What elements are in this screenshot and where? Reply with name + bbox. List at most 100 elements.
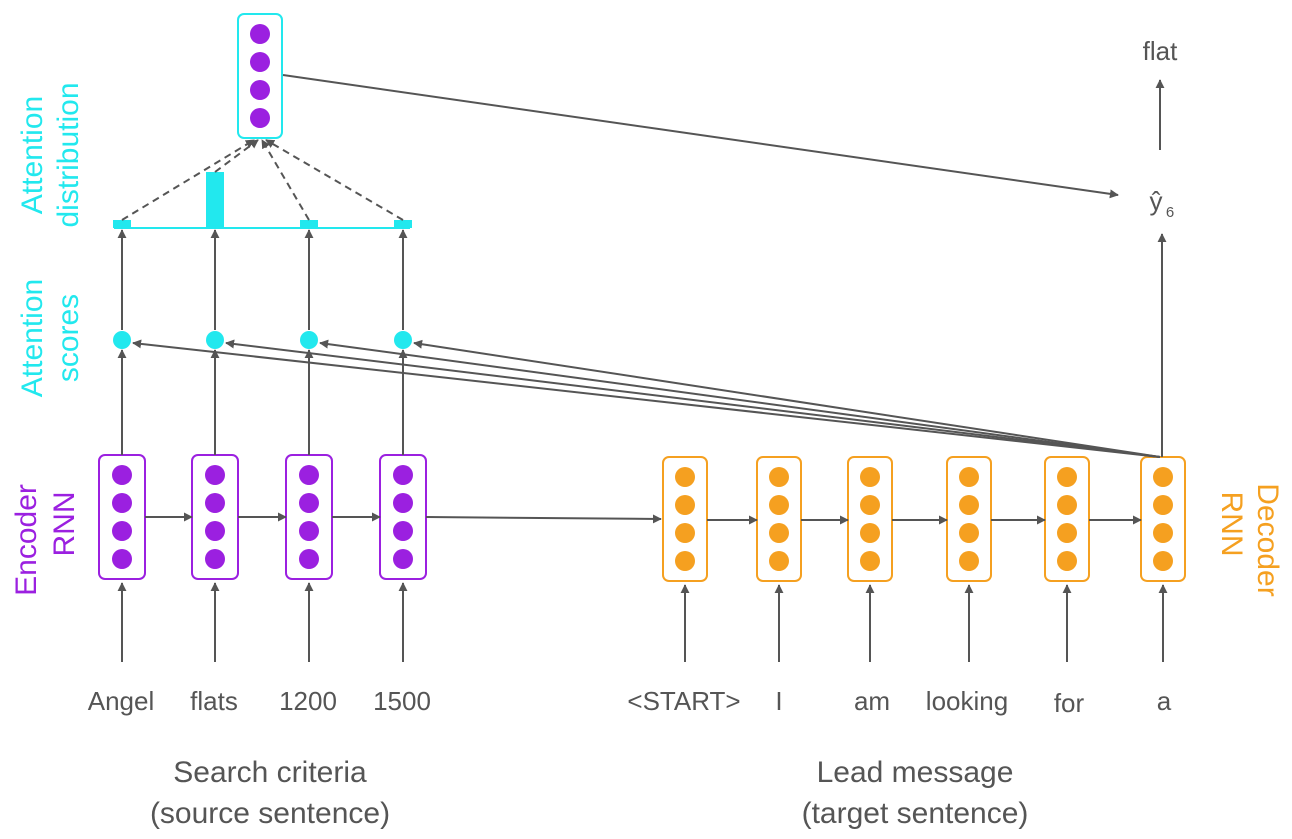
neuron-dot — [959, 467, 979, 487]
neuron-dot — [250, 80, 270, 100]
attention-score-dot — [300, 331, 318, 349]
decoder-cell — [662, 456, 708, 582]
neuron-dot — [675, 523, 695, 543]
target-word: for — [1054, 688, 1085, 718]
attention-mechanism — [113, 13, 1167, 458]
y-hat-subscript: 6 — [1166, 204, 1174, 221]
neuron-dot — [675, 467, 695, 487]
source-caption-line2: (source sentence) — [150, 797, 390, 830]
neuron-dot — [112, 549, 132, 569]
decoder-output: flat ŷ 6 — [1143, 36, 1178, 221]
neuron-dot — [205, 493, 225, 513]
decoder-to-score-arrow — [132, 339, 1161, 458]
neuron-dot — [860, 551, 880, 571]
attention-score-dot — [394, 331, 412, 349]
neuron-dot — [769, 551, 789, 571]
y-hat-symbol: ŷ — [1150, 186, 1163, 216]
neuron-dot — [675, 495, 695, 515]
target-word: a — [1157, 686, 1172, 716]
neuron-dot — [299, 521, 319, 541]
target-caption: Lead message (target sentence) — [802, 756, 1029, 830]
neuron-dot — [393, 493, 413, 513]
source-caption: Search criteria (source sentence) — [150, 756, 390, 830]
output-word: flat — [1143, 36, 1178, 66]
neuron-dot — [299, 549, 319, 569]
decoder-cell — [1140, 456, 1186, 582]
label-decoder-rnn-2: RNN — [1215, 492, 1248, 557]
neuron-dot — [299, 493, 319, 513]
neuron-dot — [205, 549, 225, 569]
neuron-dot — [112, 465, 132, 485]
encoder-cell — [285, 454, 333, 580]
neuron-dot — [769, 495, 789, 515]
label-encoder-rnn-2: RNN — [48, 492, 81, 557]
neuron-dot — [860, 523, 880, 543]
neuron-dot — [860, 467, 880, 487]
decoder-rnn — [662, 456, 1186, 662]
neuron-dot — [250, 24, 270, 44]
neuron-dot — [769, 523, 789, 543]
label-decoder-rnn-1: Decoder — [1251, 483, 1284, 596]
target-caption-line1: Lead message — [817, 756, 1014, 789]
source-words: Angel flats 1200 1500 — [88, 686, 431, 716]
neuron-dot — [1057, 467, 1077, 487]
target-words: <START> I am looking for a — [627, 686, 1171, 718]
attention-distribution-bar — [300, 220, 318, 228]
target-word: <START> — [627, 686, 740, 716]
source-word: flats — [190, 686, 238, 716]
weighted-sum-arrow — [265, 139, 404, 221]
neuron-dot — [769, 467, 789, 487]
decoder-cell — [946, 456, 992, 582]
label-encoder-rnn-1: Encoder — [10, 484, 43, 596]
attention-to-output-arrow — [282, 74, 1119, 199]
neuron-dot — [393, 549, 413, 569]
target-word: am — [854, 686, 890, 716]
attention-distribution-bar — [113, 220, 131, 228]
neuron-dot — [1153, 495, 1173, 515]
source-word: 1500 — [373, 686, 431, 716]
source-word: 1200 — [279, 686, 337, 716]
neuron-dot — [299, 465, 319, 485]
neuron-dot — [959, 495, 979, 515]
weighted-sum-arrow — [214, 139, 259, 173]
label-attention-distribution-1: Attention — [16, 96, 49, 214]
neuron-dot — [1057, 523, 1077, 543]
label-attention-scores-1: Attention — [16, 279, 49, 397]
decoder-cell — [1044, 456, 1090, 582]
decoder-to-score-arrow — [225, 339, 1161, 458]
neuron-dot — [112, 493, 132, 513]
decoder-to-score-arrow — [413, 339, 1161, 458]
attention-distribution-bar — [394, 220, 412, 228]
neuron-dot — [1153, 523, 1173, 543]
attention-distribution-bar — [206, 172, 224, 228]
weighted-sum-arrow — [121, 139, 255, 221]
neuron-dot — [250, 52, 270, 72]
attention-score-dot — [206, 331, 224, 349]
attention-score-dot — [113, 331, 131, 349]
neuron-dot — [393, 465, 413, 485]
weighted-sum-arrow — [261, 139, 310, 221]
target-caption-line2: (target sentence) — [802, 797, 1029, 830]
neuron-dot — [393, 521, 413, 541]
context-arrow — [425, 514, 662, 524]
decoder-to-score-arrow — [319, 339, 1161, 458]
encoder-cell — [379, 454, 427, 580]
attention-output-cell — [237, 13, 283, 139]
encoder-rnn — [98, 454, 662, 662]
neuron-dot — [205, 465, 225, 485]
neuron-dot — [675, 551, 695, 571]
neuron-dot — [250, 108, 270, 128]
neuron-dot — [1057, 551, 1077, 571]
label-attention-scores-2: scores — [52, 294, 85, 382]
target-word: I — [775, 686, 782, 716]
decoder-cell — [847, 456, 893, 582]
neuron-dot — [1153, 467, 1173, 487]
neuron-dot — [959, 551, 979, 571]
encoder-cell — [98, 454, 146, 580]
neuron-dot — [860, 495, 880, 515]
target-word: looking — [926, 686, 1008, 716]
neuron-dot — [959, 523, 979, 543]
source-word: Angel — [88, 686, 155, 716]
label-attention-distribution-2: distribution — [52, 82, 85, 227]
